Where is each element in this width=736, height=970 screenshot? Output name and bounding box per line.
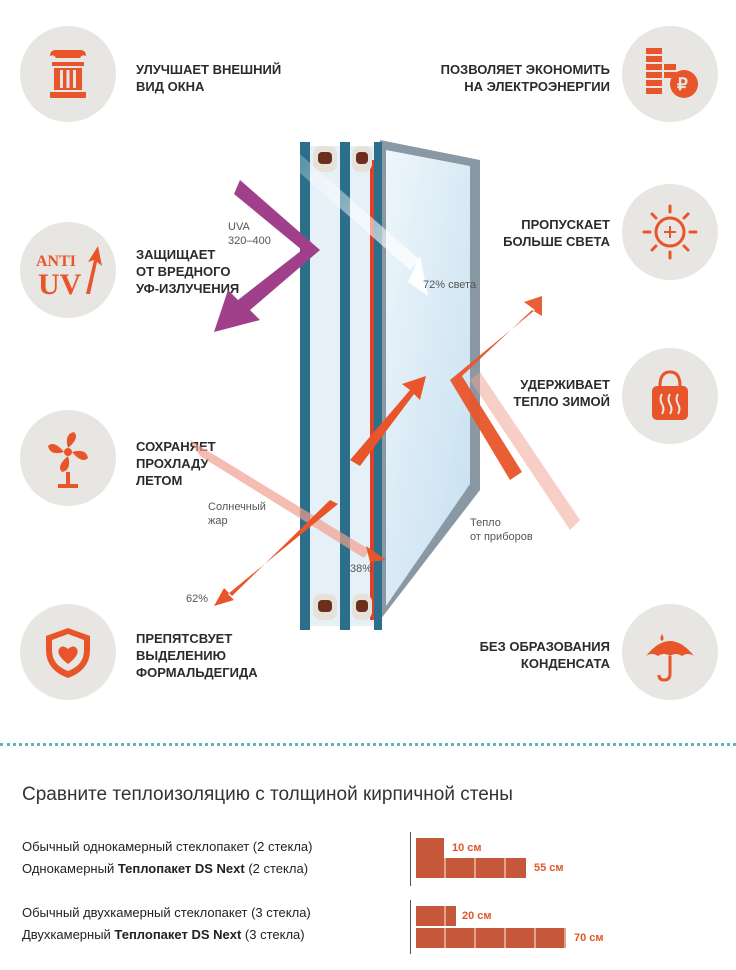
brick-55cm [416, 858, 526, 878]
umbrella-icon [646, 634, 694, 682]
cool-icon-circle [20, 410, 116, 506]
group-2-line-2: Двухкамерный Теплопакет DS Next (3 стекл… [22, 927, 305, 942]
group-1-line-2: Однокамерный Теплопакет DS Next (2 стекл… [22, 861, 309, 876]
anti-uv-icon: ANTI UV [36, 246, 102, 301]
exterior-feature-label: УЛУЧШАЕТ ВНЕШНИЙ ВИД ОКНА [136, 62, 282, 94]
brick-20cm [416, 906, 456, 926]
comparison-group-1: Обычный однокамерный стеклопакет (2 стек… [22, 836, 313, 880]
window-diagram: UVA 320–400 72% света Солнечный жар 38% … [170, 100, 590, 640]
formaldehyde-icon-circle [20, 604, 116, 700]
glass-pane-1 [300, 142, 310, 630]
group-1-line-1: Обычный однокамерный стеклопакет (2 стек… [22, 839, 313, 854]
ruble-sign: ₽ [677, 75, 688, 94]
warm-icon-circle [622, 348, 718, 444]
coins-ruble-icon: ₽ [646, 48, 698, 98]
heat-out-arrow [450, 296, 542, 480]
energy-icon-circle: ₽ [622, 26, 718, 122]
comparison-group-2: Обычный двухкамерный стеклопакет (3 стек… [22, 902, 311, 946]
uv-feature-label: ЗАЩИЩАЕТ ОТ ВРЕДНОГО УФ-ИЗЛУЧЕНИЯ [136, 247, 240, 296]
device-heat-label: Тепло от приборов [470, 517, 533, 543]
solar-heat-label: Солнечный жар [208, 501, 266, 527]
warm-feature-label: УДЕРЖИВАЕТ ТЕПЛО ЗИМОЙ [513, 377, 610, 409]
column-icon [50, 50, 86, 98]
heat-bag-icon [652, 370, 688, 420]
glass-pane-2 [340, 142, 350, 630]
brick-55cm-label: 55 см [534, 862, 564, 874]
light-percent-label: 72% света [423, 279, 477, 291]
light-feature-label: ПРОПУСКАЕТ БОЛЬШЕ СВЕТА [503, 217, 610, 249]
cool-feature-label: СОХРАНЯЕТ ПРОХЛАДУ ЛЕТОМ [136, 439, 216, 488]
percent-62-label: 62% [186, 593, 209, 605]
brick-20cm-label: 20 см [462, 910, 492, 922]
condensate-icon-circle [622, 604, 718, 700]
light-icon-circle [622, 184, 718, 280]
fan-icon [48, 432, 88, 488]
uv-arrow [214, 180, 320, 332]
condensate-feature-label: БЕЗ ОБРАЗОВАНИЯ КОНДЕНСАТА [479, 639, 610, 671]
brick-10cm-label: 10 см [452, 842, 482, 854]
uv-icon-circle: ANTI UV [20, 222, 116, 318]
low-e-coating [370, 160, 374, 620]
brick-10cm [416, 838, 444, 858]
sun-icon [642, 204, 698, 260]
group-2-separator [410, 900, 411, 954]
shield-heart-icon [46, 628, 90, 678]
brick-70cm-label: 70 см [574, 932, 604, 944]
glass-pane-3 [374, 142, 382, 630]
solar-reflect-arrow [214, 500, 338, 606]
energy-feature-label: ПОЗВОЛЯЕТ ЭКОНОМИТЬ НА ЭЛЕКТРОЭНЕРГИИ [440, 62, 610, 94]
anti-text: ANTI [36, 253, 76, 270]
exterior-icon-circle [20, 26, 116, 122]
heat-arrow-up [350, 376, 426, 466]
brick-70cm [416, 928, 566, 948]
percent-38-label: 38% [350, 563, 373, 575]
group-1-separator [410, 832, 411, 886]
formaldehyde-feature-label: ПРЕПЯТСВУЕТ ВЫДЕЛЕНИЮ ФОРМАЛЬДЕГИДА [136, 631, 258, 680]
comparison-title: Сравните теплоизоляцию с толщиной кирпич… [22, 784, 513, 805]
group-2-line-1: Обычный двухкамерный стеклопакет (3 стек… [22, 905, 311, 920]
uva-label: UVA 320–400 [228, 221, 271, 247]
uv-text: UV [38, 268, 82, 301]
dotted-divider [0, 743, 736, 746]
